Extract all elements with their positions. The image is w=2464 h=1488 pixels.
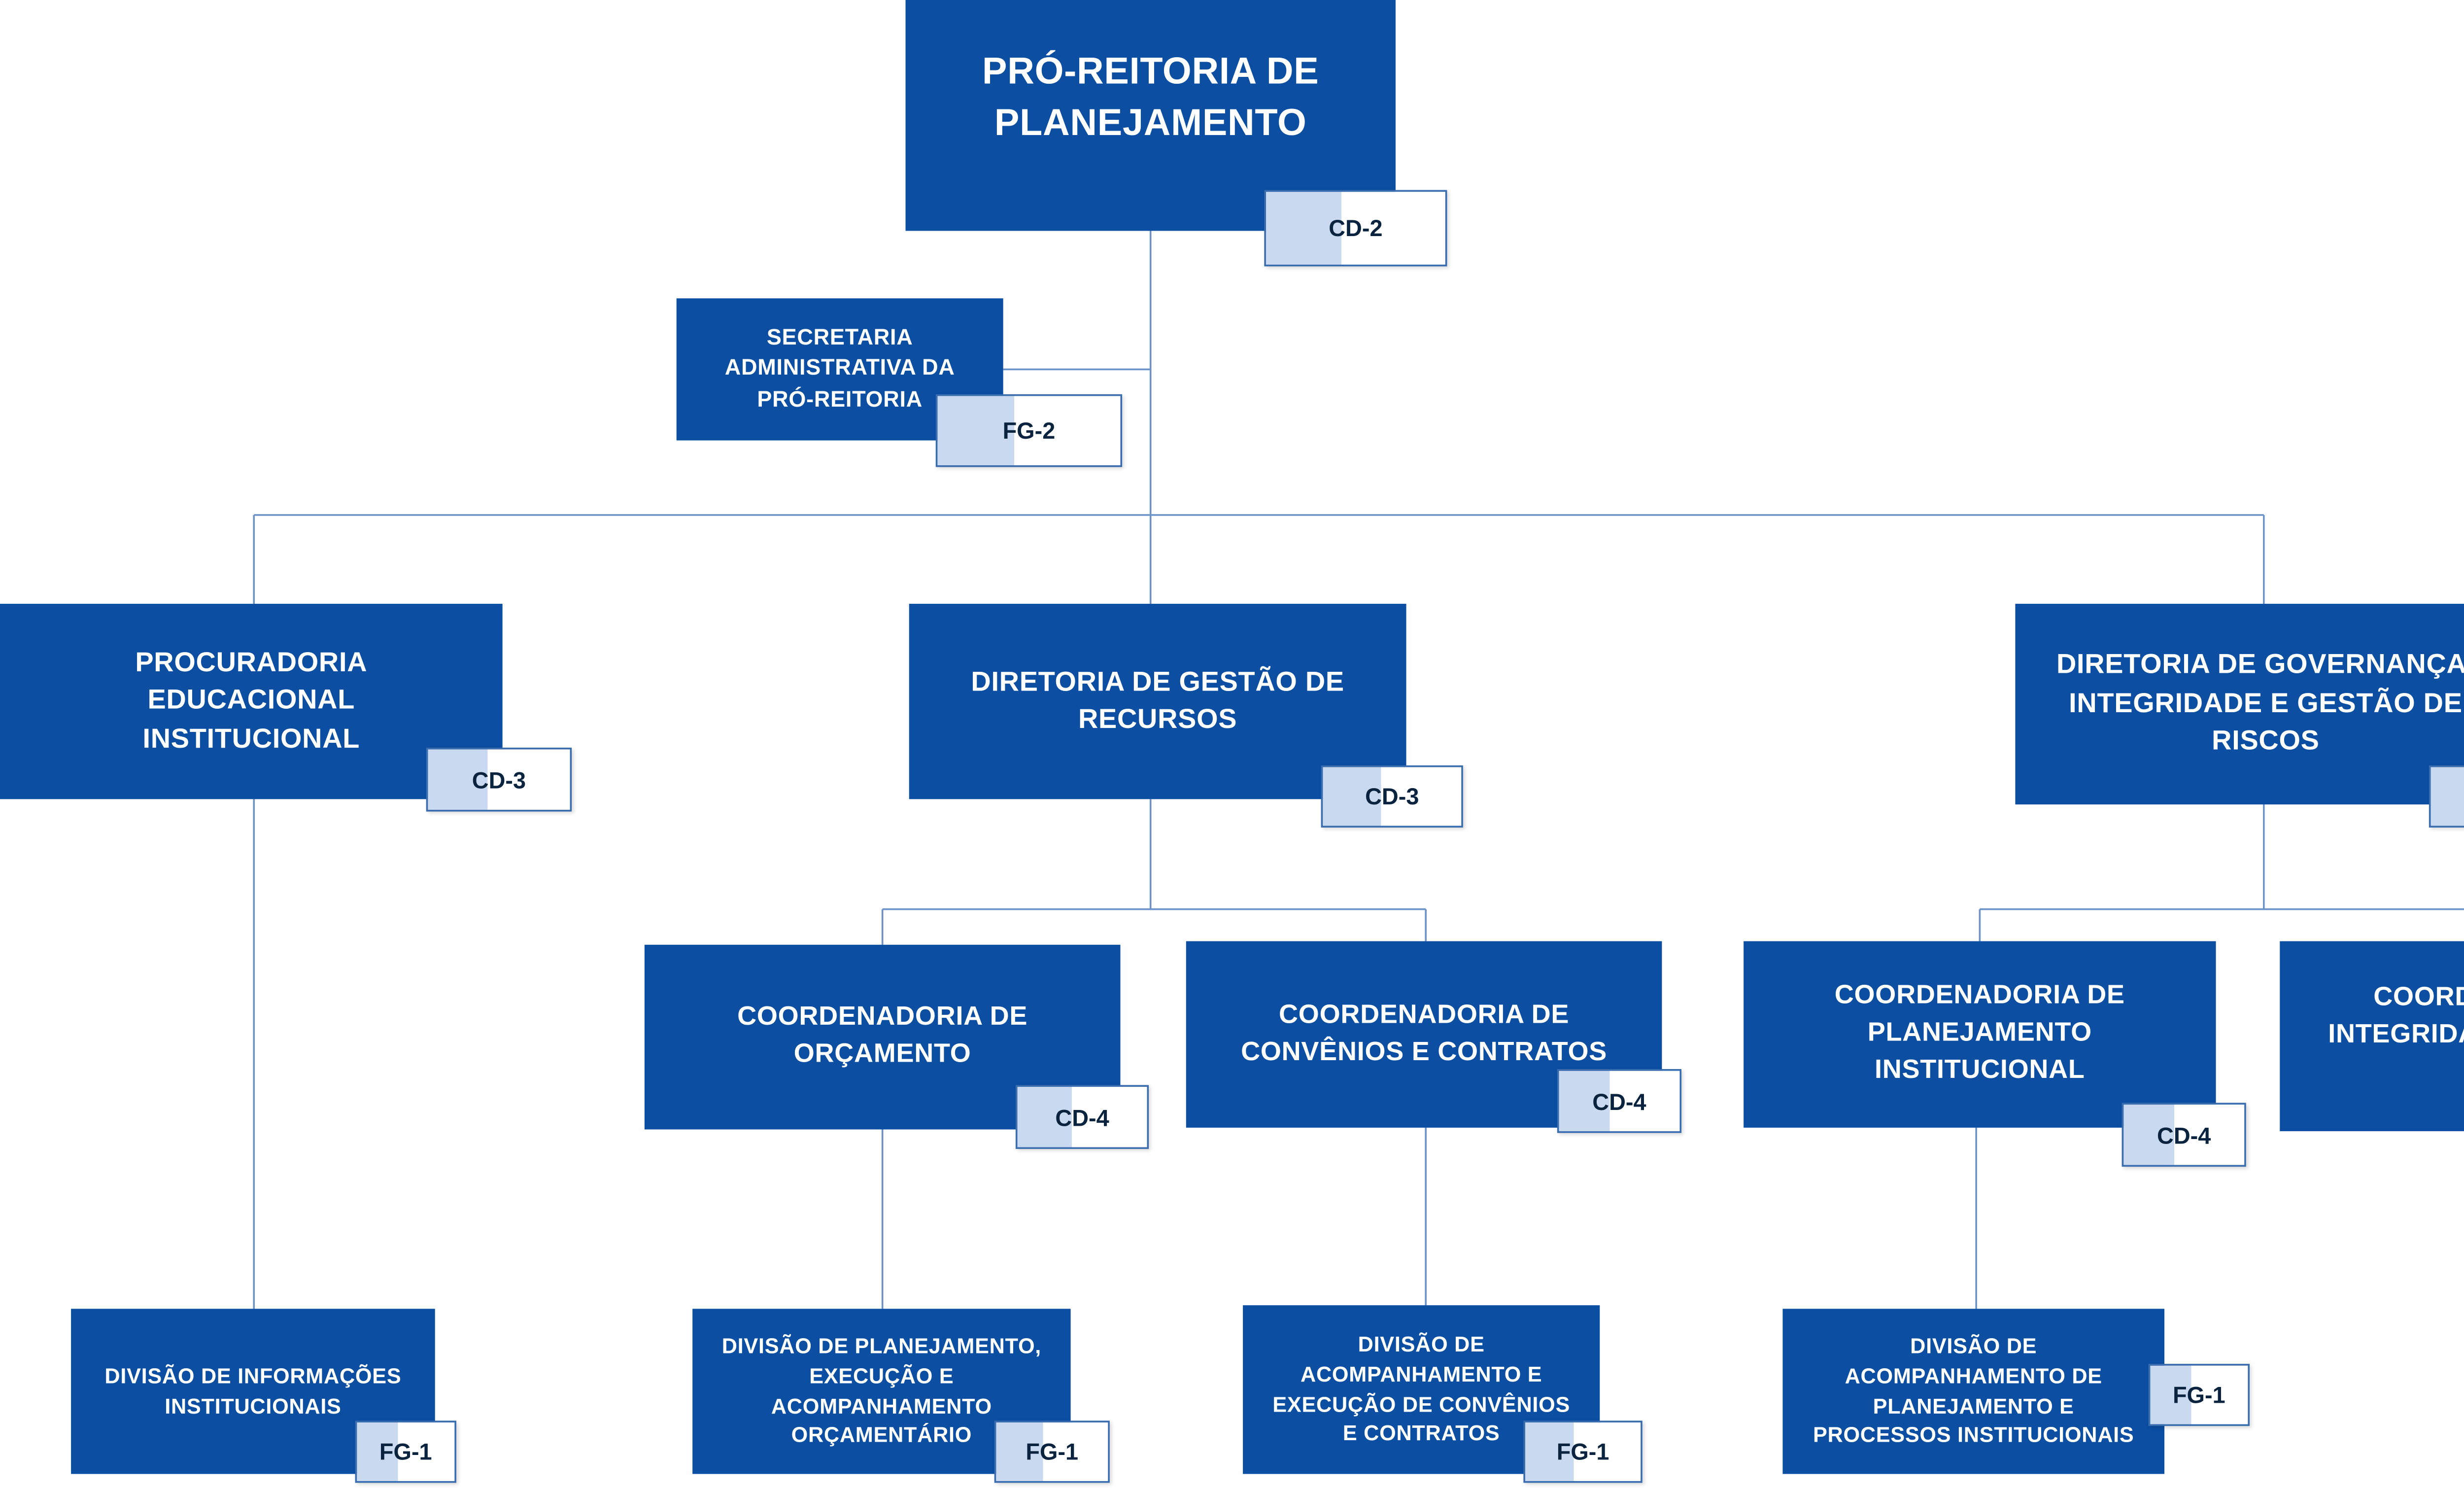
grade-badge-fg1: FG-1 [994, 1420, 1110, 1483]
org-node-label: SECRETARIA ADMINISTRATIVA DA PRÓ-REITORI… [724, 325, 955, 412]
org-node-diretoria-governanca: DIRETORIA DE GOVERNANÇA, INTEGRIDADE E G… [2015, 604, 2464, 805]
org-node-label: DIVISÃO DE PLANEJAMENTO, EXECUÇÃO E ACOM… [721, 1334, 1042, 1448]
org-node-procuradoria: PROCURADORIA EDUCACIONAL INSTITUCIONAL [0, 604, 503, 799]
grade-badge-cd3: CD-3 [1321, 765, 1463, 828]
org-node-label: COORDENADORIA DE CONVÊNIOS E CONTRATOS [1241, 999, 1607, 1067]
grade-badge-fg1: FG-1 [1523, 1420, 1643, 1483]
org-node-coordenadoria-planejamento: COORDENADORIA DE PLANEJAMENTO INSTITUCIO… [1744, 941, 2216, 1128]
org-node-label: PRÓ-REITORIA DE PLANEJAMENTO [982, 51, 1319, 144]
org-node-divisao-planejamento-processos: DIVISÃO DE ACOMPANHAMENTO DE PLANEJAMENT… [1782, 1309, 2165, 1474]
org-node-divisao-convenios-contratos: DIVISÃO DE ACOMPANHAMENTO E EXECUÇÃO DE … [1243, 1305, 1600, 1474]
org-node-secretaria: SECRETARIA ADMINISTRATIVA DA PRÓ-REITORI… [676, 298, 1003, 441]
org-node-label: COORDENADORIA DE ORÇAMENTO [737, 1002, 1028, 1070]
org-node-label: DIVISÃO DE INFORMAÇÕES INSTITUCIONAIS [104, 1363, 402, 1418]
org-node-label: DIVISÃO DE ACOMPANHAMENTO E EXECUÇÃO DE … [1272, 1332, 1571, 1446]
grade-badge-cd3: CD-3 [2429, 765, 2464, 828]
grade-badge-fg1: FG-1 [2148, 1364, 2250, 1426]
org-node-label: PROCURADORIA EDUCACIONAL INSTITUCIONAL [135, 648, 368, 755]
org-node-label: DIVISÃO DE ACOMPANHAMENTO DE PLANEJAMENT… [1813, 1334, 2134, 1448]
org-node-label: DIRETORIA DE GESTÃO DE RECURSOS [971, 667, 1344, 735]
grade-badge-cd4: CD-4 [1557, 1069, 1682, 1133]
grade-badge-fg2: FG-2 [935, 394, 1123, 467]
grade-badge-cd2: CD-2 [1264, 190, 1447, 267]
grade-badge-cd3: CD-3 [426, 747, 572, 812]
org-node-label: DIRETORIA DE GOVERNANÇA, INTEGRIDADE E G… [2056, 651, 2464, 757]
grade-badge-cd4: CD-4 [1015, 1085, 1149, 1149]
org-node-label: COORDENADORIA DE INTEGRIDADE E GESTÃO DE… [2328, 983, 2464, 1050]
grade-badge-cd4: CD-4 [2122, 1103, 2246, 1167]
org-node-coordenadoria-integridade: COORDENADORIA DE INTEGRIDADE E GESTÃO DE… [2280, 941, 2464, 1132]
grade-badge-fg1: FG-1 [355, 1420, 456, 1483]
org-node-label: COORDENADORIA DE PLANEJAMENTO INSTITUCIO… [1834, 981, 2125, 1085]
